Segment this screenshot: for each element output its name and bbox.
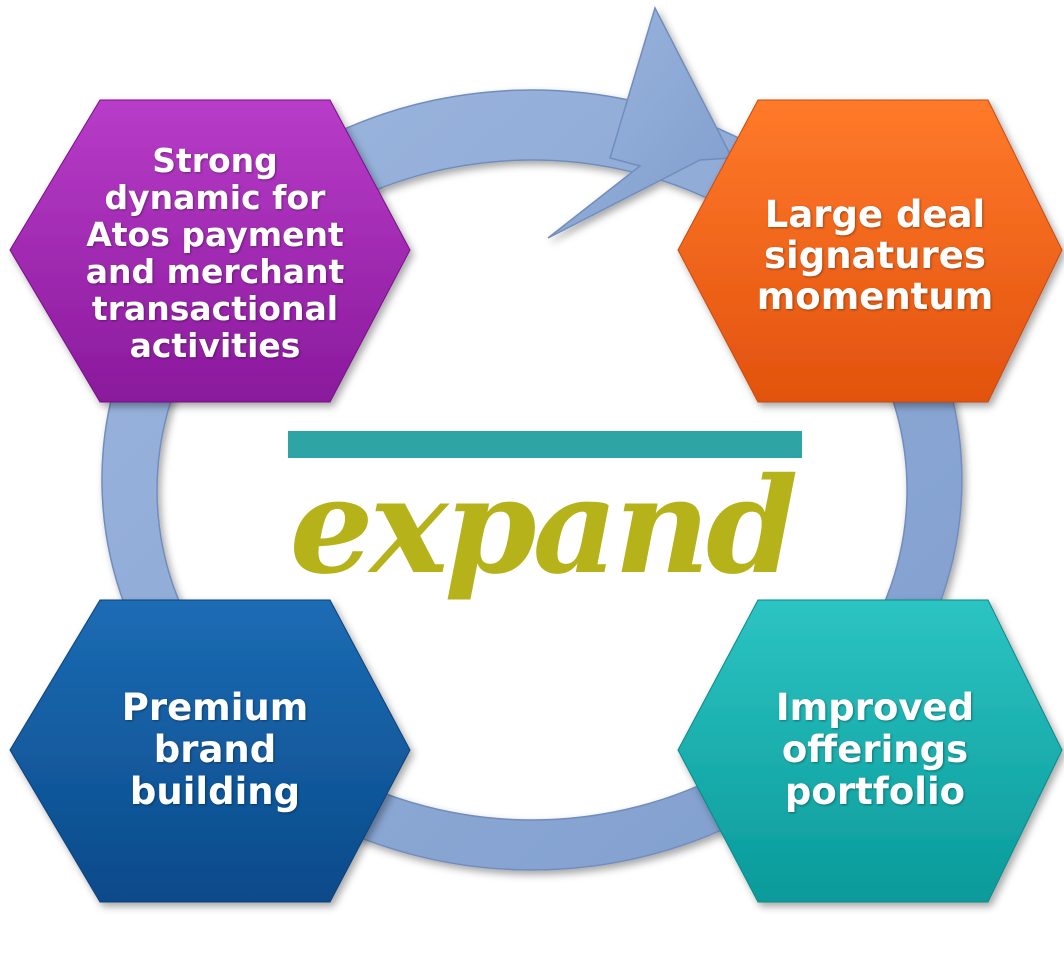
- cycle-arrow-head: [547, 6, 734, 239]
- hexagon-strong-dynamic: [9, 99, 411, 403]
- hexagon-large-deal: [677, 99, 1063, 403]
- logo-bar: [288, 431, 802, 458]
- hexagon-label-strong-dynamic: Strong dynamic for Atos payment and merc…: [85, 141, 345, 365]
- expand-logo: expand: [290, 449, 796, 604]
- hexagon-label-improved-offerings: Improved offerings portfolio: [775, 686, 975, 813]
- hexagon-premium-brand: [9, 599, 411, 903]
- hexagon-label-large-deal: Large deal signatures momentum: [756, 192, 994, 318]
- hexagon-label-premium-brand: Premium brand building: [121, 686, 309, 813]
- hexagon-improved-offerings: [677, 599, 1063, 903]
